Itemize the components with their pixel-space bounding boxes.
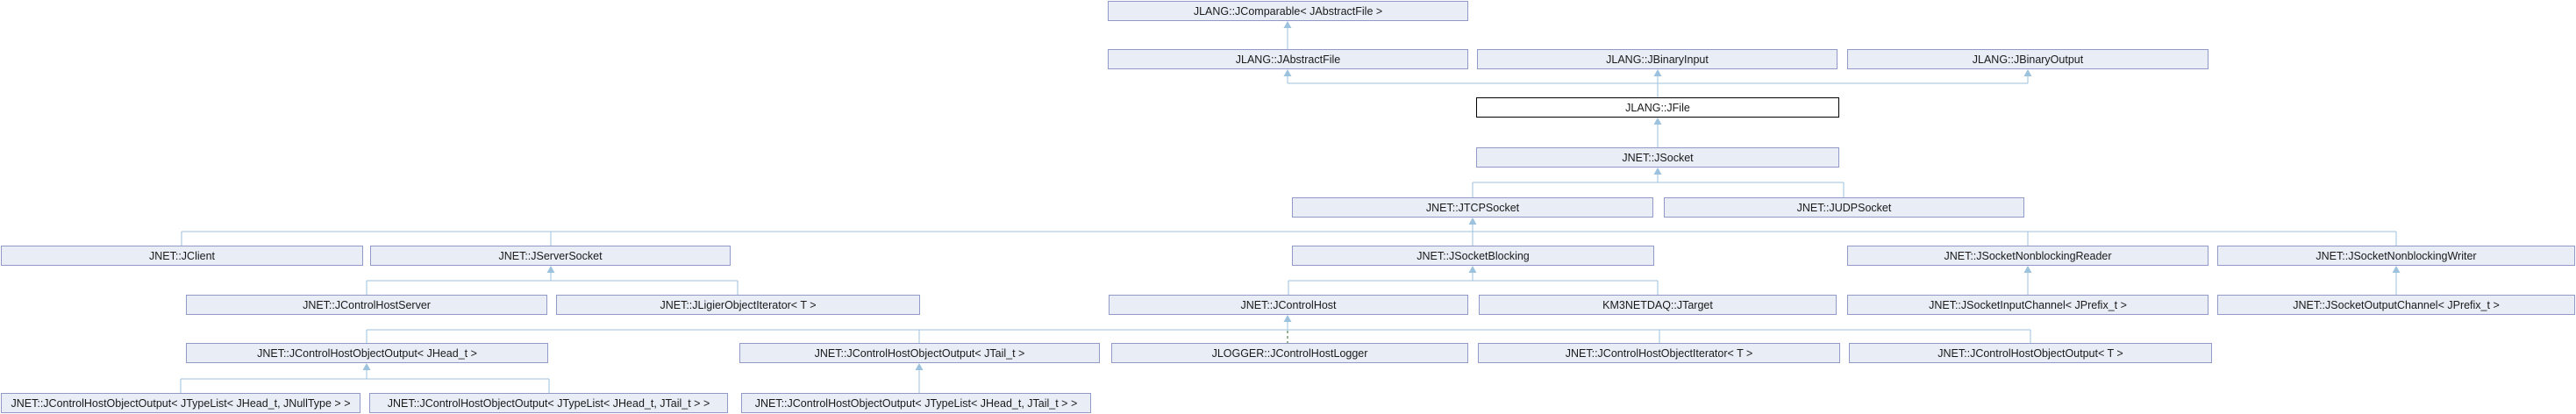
class-node-km3netdaq-jtarget[interactable]: KM3NETDAQ::JTarget [1479, 295, 1837, 315]
class-node-jfile[interactable]: JLANG::JFile [1476, 97, 1839, 118]
class-node-jbinaryinput[interactable]: JLANG::JBinaryInput [1477, 49, 1837, 69]
edge-typelist-to-objectoutput-jtail [915, 363, 924, 393]
edge-jfile-to-row2-parents [1283, 69, 2032, 97]
class-node-jcontrolhostserver[interactable]: JNET::JControlHostServer [186, 295, 547, 315]
edge-row6-to-jtcpsocket [181, 218, 2397, 246]
class-node-judpsocket[interactable]: JNET::JUDPSocket [1664, 197, 2024, 218]
class-node-jcontrolhostobjectoutput-typelist-jhead-jnulltype[interactable]: JNET::JControlHostObjectOutput< JTypeLis… [1, 393, 360, 413]
edge-outputchannel-to-writer [2392, 266, 2401, 295]
class-node-jcontrolhostlogger[interactable]: JLOGGER::JControlHostLogger [1111, 343, 1468, 363]
class-node-jsocketnonblockingreader[interactable]: JNET::JSocketNonblockingReader [1847, 246, 2209, 266]
class-node-jcontrolhostobjectoutput-jhead-t[interactable]: JNET::JControlHostObjectOutput< JHead_t … [186, 343, 548, 363]
class-node-jsocket[interactable]: JNET::JSocket [1476, 147, 1839, 168]
edge-jabstractfile-to-jcomparable [1283, 21, 1292, 49]
edge-children-to-jsocketblocking [1288, 266, 1659, 295]
class-node-jcontrolhostobjectiterator-t[interactable]: JNET::JControlHostObjectIterator< T > [1478, 343, 1840, 363]
edge-inputchannel-to-reader [2023, 266, 2032, 295]
class-node-jcontrolhostobjectoutput-jtail-t[interactable]: JNET::JControlHostObjectOutput< JTail_t … [739, 343, 1100, 363]
class-node-jligierobjectiterator-t[interactable]: JNET::JLigierObjectIterator< T > [556, 295, 920, 315]
class-node-jcontrolhostobjectoutput-t[interactable]: JNET::JControlHostObjectOutput< T > [1849, 343, 2212, 363]
edge-children-to-objectoutput-jhead [180, 363, 550, 393]
edge-children-to-jserversocket [366, 266, 739, 295]
edge-sockets-to-jsocket [1472, 168, 1845, 197]
class-node-jsocketnonblockingwriter[interactable]: JNET::JSocketNonblockingWriter [2217, 246, 2575, 266]
class-node-jsocketinputchannel-jprefix-t[interactable]: JNET::JSocketInputChannel< JPrefix_t > [1847, 295, 2209, 315]
class-node-jtcpsocket[interactable]: JNET::JTCPSocket [1292, 197, 1653, 218]
class-node-jcontrolhostobjectoutput-typelist-jhead-jtail-1[interactable]: JNET::JControlHostObjectOutput< JTypeLis… [369, 393, 728, 413]
class-node-jsocketblocking[interactable]: JNET::JSocketBlocking [1292, 246, 1654, 266]
class-node-jbinaryoutput[interactable]: JLANG::JBinaryOutput [1847, 49, 2209, 69]
class-node-jcomparable-jabstractfile[interactable]: JLANG::JComparable< JAbstractFile > [1108, 1, 1468, 21]
class-node-jcontrolhost[interactable]: JNET::JControlHost [1109, 295, 1468, 315]
class-node-jsocketoutputchannel-jprefix-t[interactable]: JNET::JSocketOutputChannel< JPrefix_t > [2217, 295, 2575, 315]
class-node-jabstractfile[interactable]: JLANG::JAbstractFile [1108, 49, 1468, 69]
edge-children-to-jcontrolhost [366, 315, 2031, 343]
edge-jsocket-to-jfile [1653, 118, 1662, 147]
class-node-jserversocket[interactable]: JNET::JServerSocket [370, 246, 731, 266]
class-node-jcontrolhostobjectoutput-typelist-jhead-jtail-2[interactable]: JNET::JControlHostObjectOutput< JTypeLis… [741, 393, 1091, 413]
class-node-jclient[interactable]: JNET::JClient [1, 246, 363, 266]
